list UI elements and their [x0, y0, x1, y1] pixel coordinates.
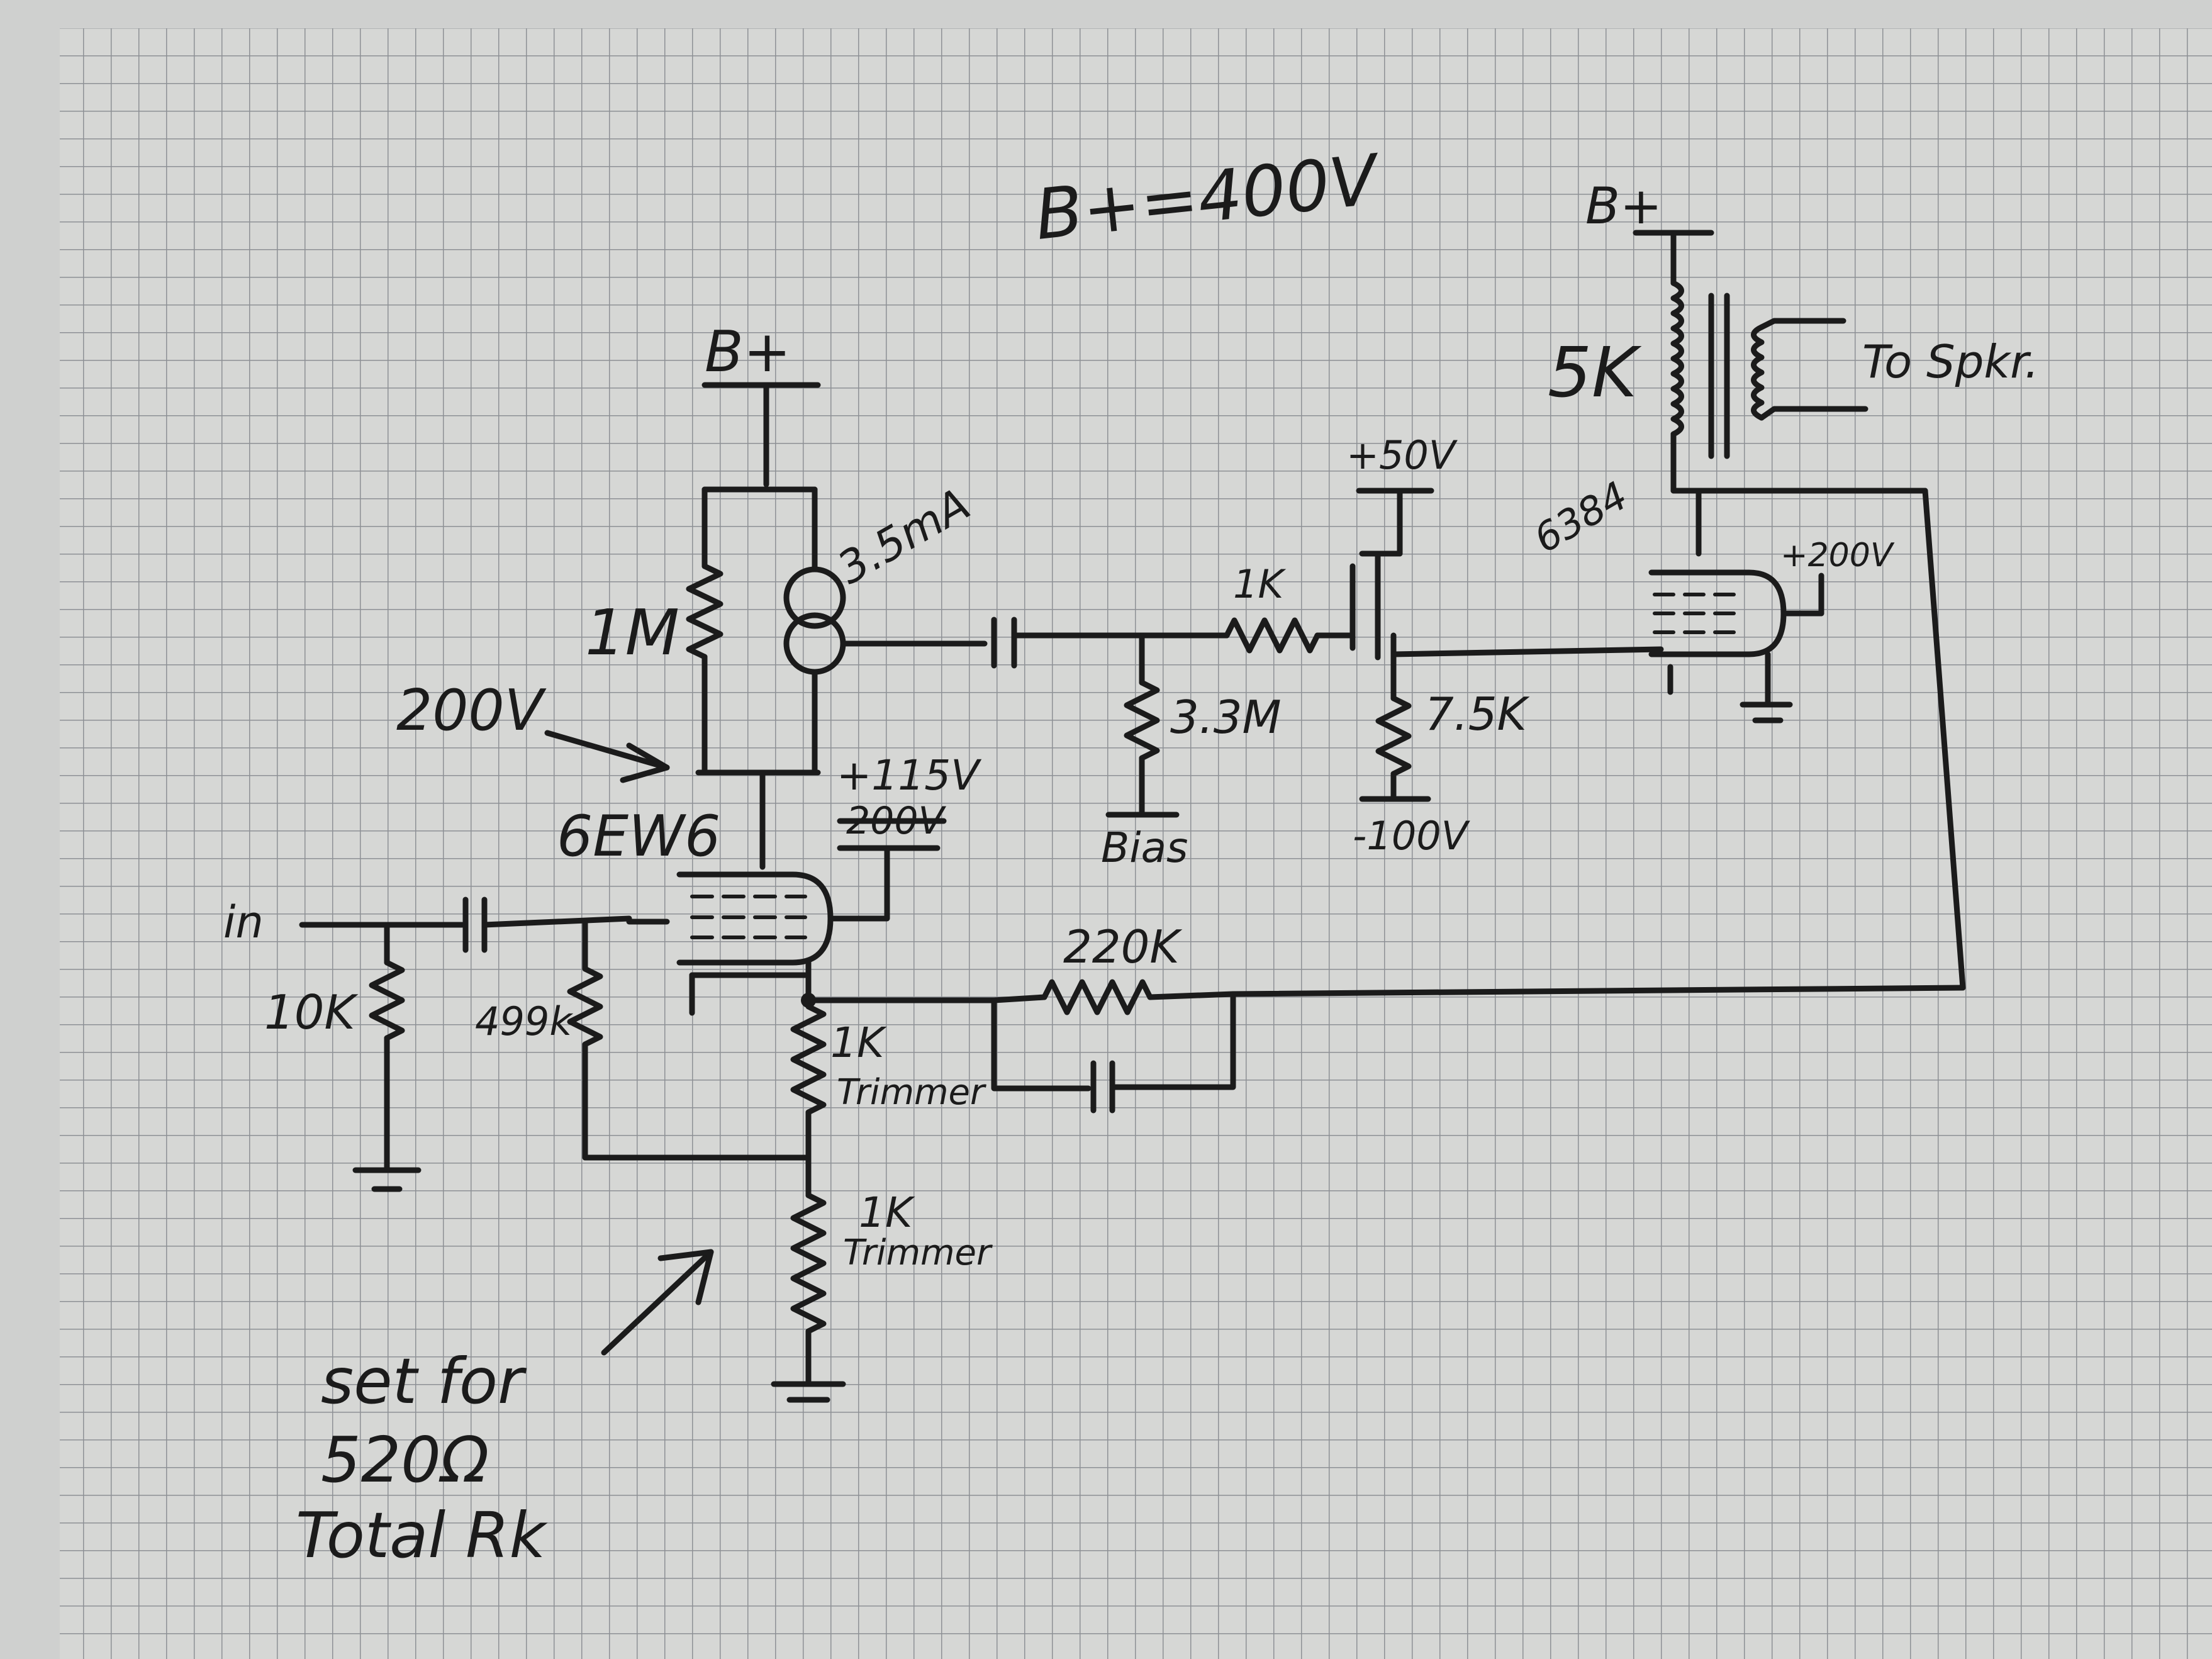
transformer-label: 5K: [1548, 332, 1642, 413]
plate-resistor-1m: [686, 486, 723, 776]
stopper-resistor-label: 1K: [1233, 561, 1286, 607]
screen-supply-label: +115V: [837, 751, 981, 800]
plate-voltage-label: 200V: [396, 678, 547, 744]
feedback-wire: [1230, 985, 1966, 997]
source-resistor-label: 7.5K: [1425, 688, 1530, 740]
grid-resistor-label: 499k: [475, 998, 573, 1044]
feedback-resistor-label: 220K: [1063, 920, 1182, 973]
input-label: in: [223, 897, 264, 948]
feedback-network: [991, 979, 1236, 1114]
cathode-chain: [771, 959, 997, 1403]
input-network: [299, 897, 632, 953]
set-note-line-3: Total Rk: [296, 1499, 548, 1572]
stopper-resistor-1k: [1224, 617, 1356, 654]
feedback-return-wire: [1922, 488, 1966, 991]
bias-resistor-3-3m: [1105, 632, 1180, 818]
set-note-line-1: set for: [321, 1344, 527, 1418]
bplus-output-label: B+: [1585, 177, 1662, 235]
screen-struck-label: 200V: [846, 799, 947, 843]
driver-tube-label: 6EW6: [557, 803, 720, 869]
driver-bplus-rail: [701, 382, 821, 493]
trim-upper-label: 1K: [830, 1019, 887, 1067]
bias-label: Bias: [1101, 824, 1188, 872]
trim-lower-label: 1K: [859, 1188, 915, 1237]
input-resistor-label: 10K: [264, 985, 359, 1040]
to-speaker-label: To Spkr.: [1862, 335, 2039, 388]
trimmer-note-arrow: [601, 1249, 714, 1356]
trim-lower-note: Trimmer: [843, 1232, 993, 1273]
negative-supply-label: -100V: [1353, 813, 1471, 859]
set-note-line-2: 520Ω: [321, 1423, 489, 1497]
plate-resistor-label: 1M: [585, 596, 679, 669]
coupling-capacitor: [991, 617, 1230, 669]
follower-to-output-grid-wire: [1390, 646, 1664, 657]
bias-resistor-label: 3.3M: [1170, 691, 1282, 744]
trim-upper-note: Trimmer: [837, 1072, 986, 1113]
grid-resistor-499k: [567, 919, 812, 1161]
bplus-driver-label: B+: [705, 319, 791, 385]
output-tube-6384: [1648, 488, 1824, 723]
grid-lines: [60, 28, 2212, 1659]
output-transformer: [1633, 230, 1868, 494]
plate-voltage-arrow: [544, 730, 670, 783]
input-resistor-10k: [352, 922, 422, 1192]
output-screen-label: +200V: [1780, 537, 1895, 574]
mosfet-follower: [1349, 488, 1434, 802]
follower-drain-label: +50V: [1346, 432, 1458, 478]
